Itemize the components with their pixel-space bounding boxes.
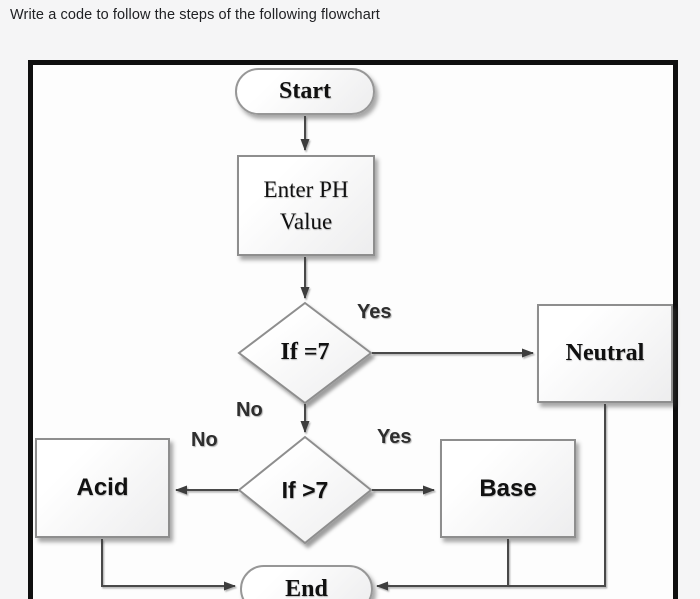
edge-label-decision2-no: No <box>191 429 218 451</box>
node-decision-if-gt-7-label: If >7 <box>281 477 329 503</box>
node-decision-if-eq-7-label: If =7 <box>280 339 330 365</box>
node-neutral: Neutral <box>537 304 673 403</box>
edge-label-decision1-no: No <box>236 399 263 421</box>
node-acid: Acid <box>35 438 170 538</box>
edge-label-decision1-yes: Yes <box>357 301 392 323</box>
edge-label-decision2-yes: Yes <box>377 426 412 448</box>
question-text: Write a code to follow the steps of the … <box>10 7 380 23</box>
node-start: Start <box>235 68 375 115</box>
node-base: Base <box>440 439 576 538</box>
node-enter-ph-value: Enter PH Value <box>237 155 375 256</box>
node-end: End <box>240 565 373 599</box>
